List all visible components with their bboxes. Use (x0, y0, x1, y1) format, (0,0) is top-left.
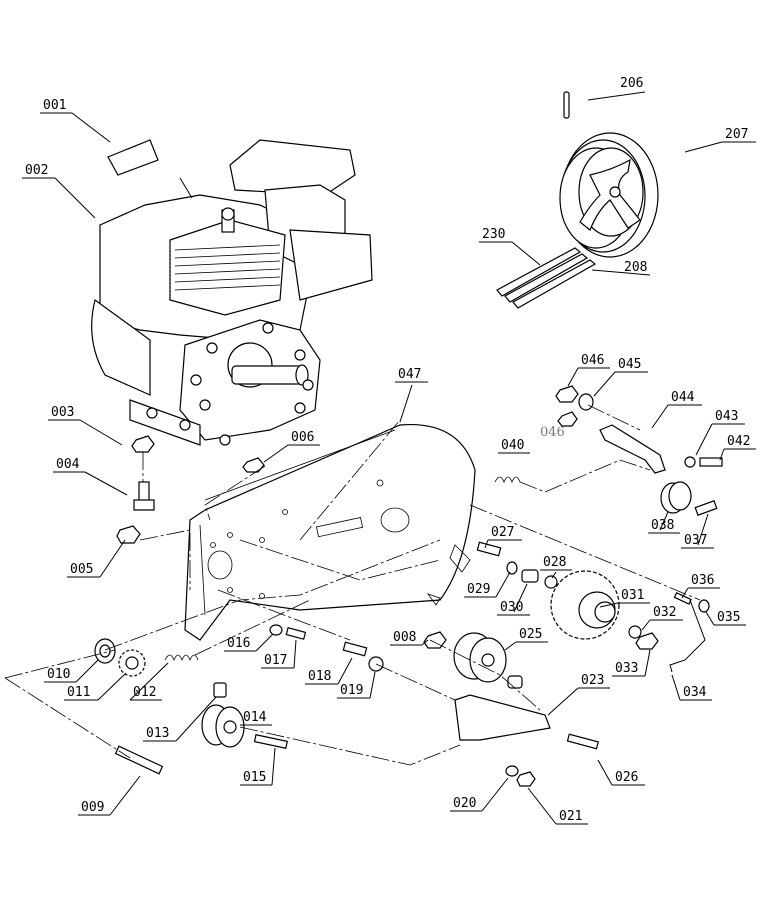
label-023: 023 (581, 673, 604, 688)
belt-pulley-assembly (496, 91, 659, 309)
label-028: 028 (543, 555, 566, 570)
alignment-lines (4, 404, 701, 766)
label-036: 036 (691, 573, 714, 588)
label-001: 001 (43, 98, 66, 113)
label-002: 002 (25, 163, 48, 178)
label-029: 029 (467, 582, 490, 597)
label-013: 013 (146, 726, 169, 741)
label-037: 037 (684, 533, 707, 548)
label-033: 033 (615, 661, 638, 676)
label-207: 207 (725, 127, 748, 142)
label-021: 021 (559, 809, 582, 824)
label-032: 032 (653, 605, 676, 620)
label-027: 027 (491, 525, 514, 540)
label-020: 020 (453, 796, 476, 811)
label-030: 030 (500, 600, 523, 615)
label-019: 019 (340, 683, 363, 698)
label-208: 208 (624, 260, 647, 275)
label-044: 044 (671, 390, 695, 405)
label-012: 012 (133, 685, 156, 700)
label-009: 009 (81, 800, 104, 815)
label-046-top: 046 (581, 353, 604, 368)
label-042: 042 (727, 434, 750, 449)
label-034: 034 (683, 685, 707, 700)
label-003: 003 (51, 405, 74, 420)
label-038: 038 (651, 518, 674, 533)
label-047: 047 (398, 367, 421, 382)
label-015: 015 (243, 770, 266, 785)
label-026: 026 (615, 770, 638, 785)
engine-assembly (91, 139, 373, 446)
frame-panel (184, 423, 476, 641)
label-008: 008 (393, 630, 416, 645)
label-010: 010 (47, 667, 70, 682)
label-043: 043 (715, 409, 738, 424)
label-016: 016 (227, 636, 250, 651)
label-206: 206 (620, 76, 643, 91)
label-011: 011 (67, 685, 90, 700)
label-014: 014 (243, 710, 267, 725)
hardware-parts (94, 139, 723, 787)
label-005: 005 (70, 562, 93, 577)
part-labels: 001 002 003 004 005 006 047 206 207 208 … (25, 76, 750, 824)
label-031: 031 (621, 588, 644, 603)
label-004: 004 (56, 457, 80, 472)
label-017: 017 (264, 653, 287, 668)
label-006: 006 (291, 430, 314, 445)
leader-lines (22, 91, 756, 825)
label-230: 230 (482, 227, 505, 242)
label-040: 040 (501, 438, 524, 453)
label-025: 025 (519, 627, 542, 642)
label-035: 035 (717, 610, 740, 625)
label-018: 018 (308, 669, 331, 684)
label-046-lower: 046 (540, 425, 565, 440)
label-045: 045 (618, 357, 641, 372)
